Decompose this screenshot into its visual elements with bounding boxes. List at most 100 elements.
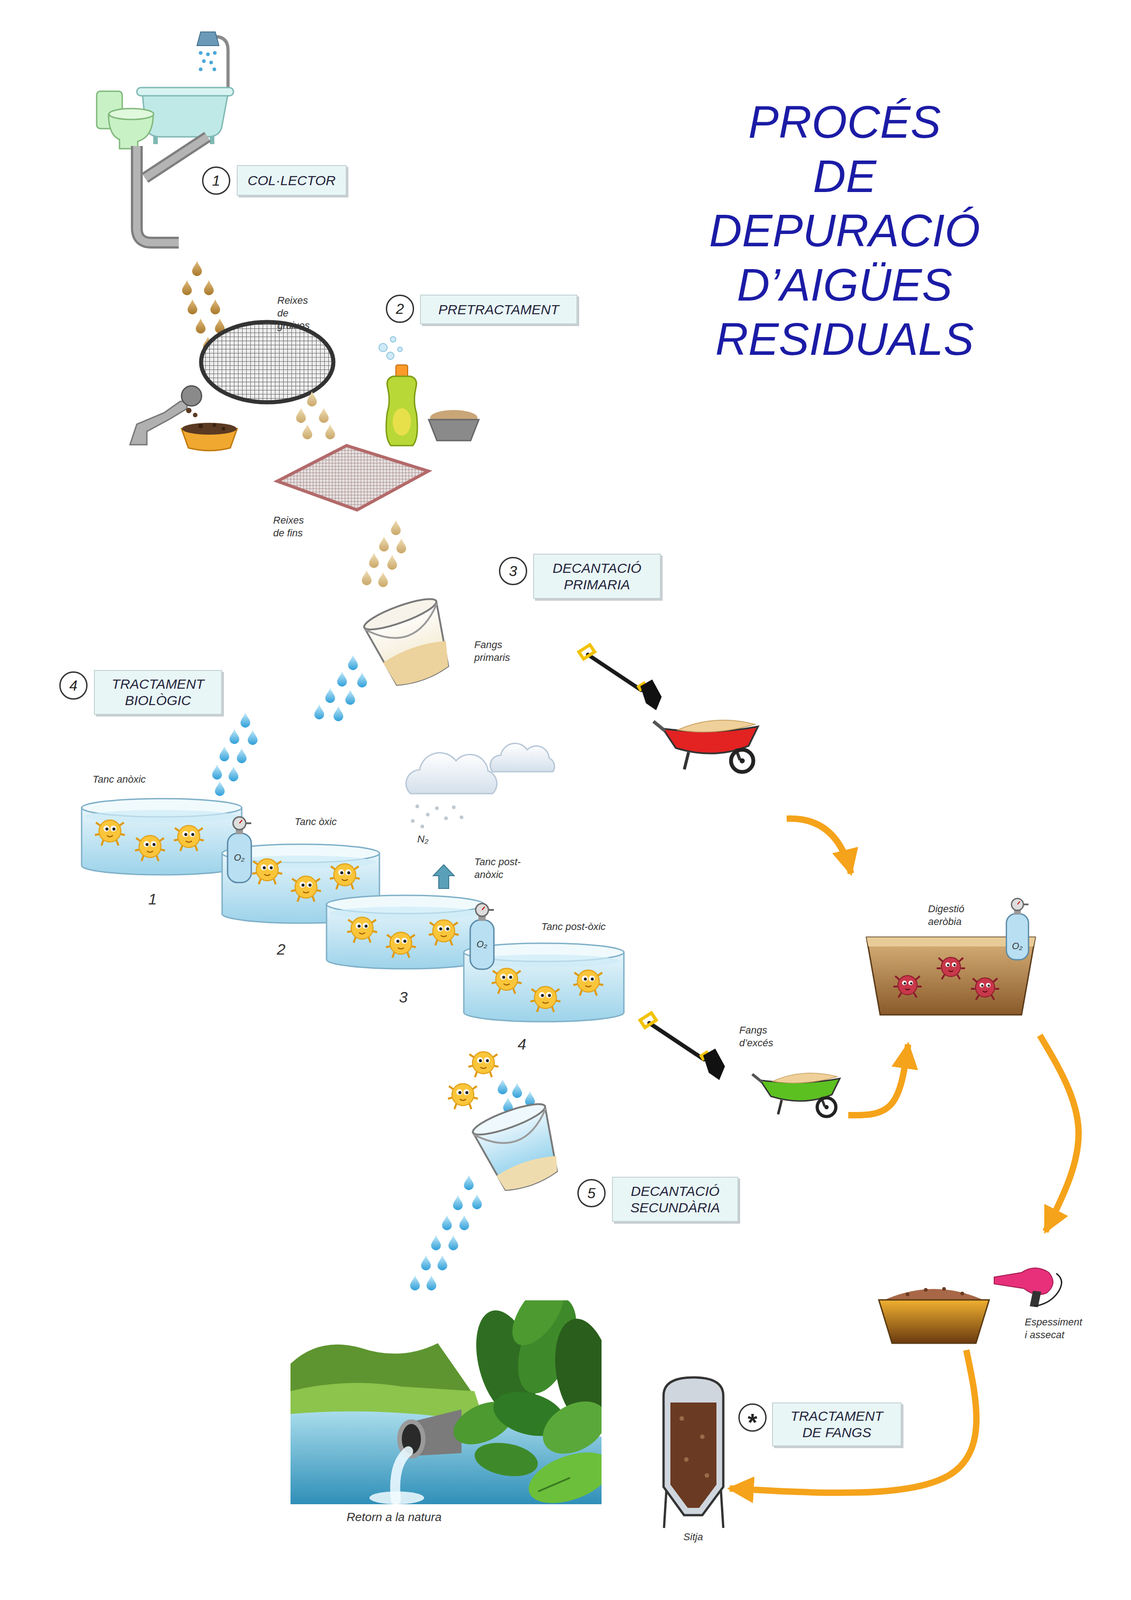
shovel-icon <box>578 644 662 711</box>
step-box: DECANTACIÓ PRIMARIA <box>533 553 661 599</box>
secondary-bucket <box>470 1098 548 1141</box>
callout-number: 3 <box>508 563 518 579</box>
clarified-drops <box>333 705 343 722</box>
sludge-bowl <box>878 1286 990 1344</box>
sludge-silo <box>704 1473 710 1478</box>
post-anoxic-tank <box>428 919 459 946</box>
garlic-press <box>181 385 202 406</box>
treated-drops <box>420 1255 431 1271</box>
detergent-bottle <box>386 352 395 360</box>
bathtub-icon <box>153 135 158 145</box>
part-label: O₂ <box>1011 940 1023 952</box>
part-label: O₂ <box>476 938 488 950</box>
detergent-bottle <box>378 343 388 352</box>
wheelbarrow-icon <box>752 1073 841 1117</box>
callout-number: 2 <box>395 301 405 317</box>
wastewater-drops <box>195 318 206 334</box>
part-label: Tanc post-òxic <box>541 920 606 934</box>
label-anchor: Tanc post-anòxic <box>474 855 526 881</box>
wastewater-drops <box>191 260 202 276</box>
oxygen-cylinder <box>1006 898 1029 960</box>
wastewater-drops <box>187 299 198 315</box>
treated-drops <box>448 1234 458 1251</box>
inflow-drops <box>236 747 247 763</box>
wastewater-drops <box>181 280 192 296</box>
sand-bowl <box>428 409 479 441</box>
clarified-drops <box>337 671 347 687</box>
sludge-silo <box>663 1377 724 1528</box>
diagram-title: PROCÉS DE DEPURACIÓ D’AIGÜES RESIDUALS <box>709 94 981 367</box>
callout-circle: 5 <box>577 1178 606 1208</box>
primary-bucket <box>381 636 456 691</box>
sewer-pipe <box>136 145 179 243</box>
sludge-silo <box>700 1434 705 1439</box>
pale-drops <box>368 552 379 568</box>
pale-drops <box>306 391 317 407</box>
treated-drops <box>409 1275 420 1291</box>
part-label: Tanc anòxic <box>92 773 146 786</box>
river-landscape <box>502 1300 574 1354</box>
inflow-drops <box>229 728 239 744</box>
inflow-drops <box>247 729 258 745</box>
callout-number: 5 <box>587 1185 596 1201</box>
callout-circle: * <box>738 1403 767 1432</box>
callout-circle: 1 <box>202 166 231 195</box>
inflow-drops <box>228 766 239 782</box>
falling-drops <box>497 1079 508 1095</box>
waste-bowl <box>221 426 226 431</box>
sludge-bowl <box>960 1291 965 1296</box>
shovel-icon <box>639 1012 725 1080</box>
clarified-drops <box>357 672 367 688</box>
callout-number: 4 <box>69 678 78 693</box>
label-anchor: 2 <box>276 939 286 960</box>
pale-drops <box>325 424 335 440</box>
step-box: PRETRACTAMENT <box>420 294 578 325</box>
part-label: Tanc òxic <box>294 815 337 829</box>
title-anchor: PROCÉS DE DEPURACIÓ D’AIGÜES RESIDUALS <box>709 94 981 367</box>
sludge-bowl <box>942 1286 946 1291</box>
nitrogen-clouds <box>435 806 439 810</box>
inflow-drops <box>212 764 222 780</box>
label-anchor: O₂ <box>1011 940 1023 952</box>
label-anchor: O₂ <box>476 938 488 950</box>
river-landscape <box>521 1442 602 1505</box>
label-anchor: Retorn a la natura <box>346 1509 442 1525</box>
digester-tank <box>970 977 1000 1000</box>
nitrogen-clouds <box>415 804 420 809</box>
sewer-pipe <box>136 136 208 243</box>
step-box: TRACTAMENT DE FANGS <box>772 1402 902 1447</box>
post-oxic-tank <box>530 986 561 1012</box>
shower-icon <box>198 67 203 72</box>
label-anchor: Reixes de gruixos <box>277 294 322 333</box>
step-box: DECANTACIÓ SECUNDÀRIA <box>612 1176 739 1222</box>
label-anchor: 1 <box>148 889 157 909</box>
part-label: Fangs d’excés <box>739 1023 774 1049</box>
bathtub-icon <box>142 93 229 137</box>
pale-drops <box>387 554 397 570</box>
treated-drops <box>430 1234 441 1251</box>
clarified-drops <box>325 687 335 703</box>
wheelbarrow-icon <box>653 720 758 773</box>
sewer-pipe <box>145 136 208 178</box>
sand-bowl <box>428 419 479 441</box>
sludge-silo <box>679 1416 685 1421</box>
shower-icon <box>197 31 219 46</box>
anoxic-tank <box>173 825 204 851</box>
post-anoxic-tank <box>347 917 378 943</box>
detergent-bottle <box>386 376 418 446</box>
step-label: TRACTAMENT DE FANGS <box>790 1407 884 1441</box>
sludge-silo <box>670 1402 717 1508</box>
detergent-bottle <box>392 408 411 436</box>
label-anchor: Reixes de fins <box>273 513 317 540</box>
label-anchor: N₂ <box>417 832 429 846</box>
clarified-drops <box>314 704 324 720</box>
sludge-bowl <box>878 1299 990 1344</box>
sludge-silo <box>663 1377 724 1515</box>
shower-icon <box>209 60 213 65</box>
post-anoxic-tank <box>329 906 482 920</box>
nitrogen-clouds <box>405 752 497 794</box>
pale-drops <box>302 424 312 440</box>
treated-drops <box>472 1193 482 1209</box>
part-label: Espessiment i assecat <box>1024 1315 1083 1341</box>
callout-number: * <box>747 1409 758 1435</box>
